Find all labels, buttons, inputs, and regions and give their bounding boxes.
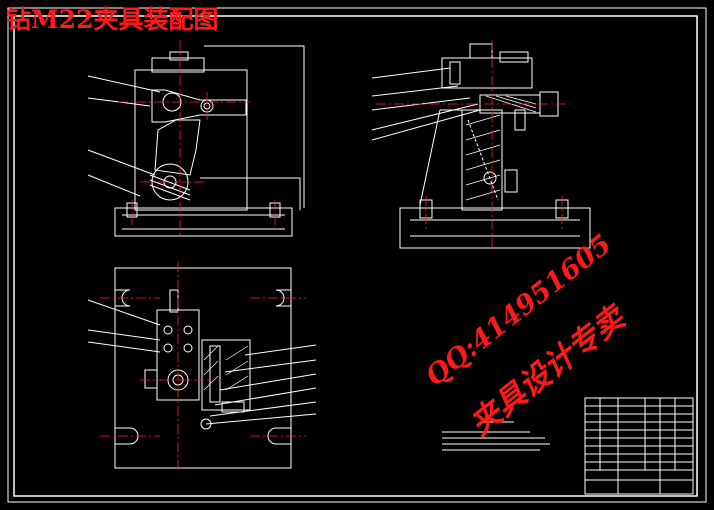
- top-view-hatch: [203, 345, 249, 391]
- technical-notes: [442, 421, 550, 451]
- front-view-centerlines: [118, 40, 276, 235]
- side-view-centerlines: [376, 40, 570, 250]
- top-view: [87, 267, 317, 469]
- title-block: [584, 397, 694, 495]
- top-view-centerlines: [100, 262, 306, 472]
- side-view-hatch: [465, 95, 537, 201]
- inner-frame: [13, 15, 698, 497]
- outer-frame: [7, 7, 707, 503]
- side-view: [371, 43, 591, 249]
- drawing-title: 钻M22夹具装配图: [6, 5, 219, 34]
- front-view: [87, 45, 305, 237]
